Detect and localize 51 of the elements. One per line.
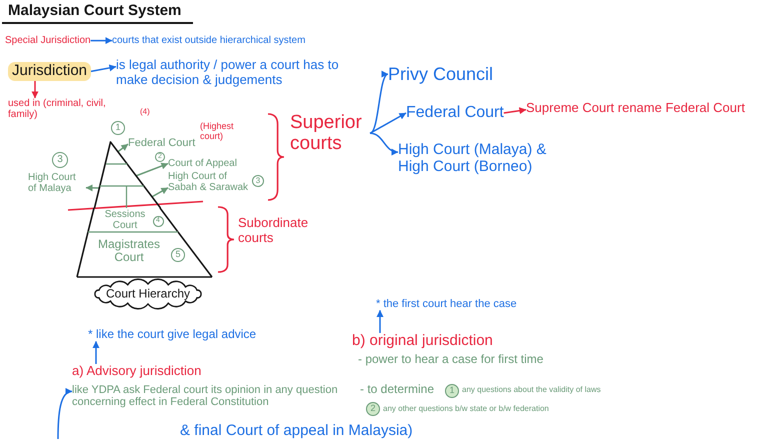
arrow bbox=[117, 144, 128, 153]
number-note: (4) bbox=[140, 108, 150, 117]
arrow bbox=[370, 73, 388, 134]
arrow bbox=[376, 310, 384, 333]
arrow bbox=[90, 37, 112, 44]
definition-text: is legal authority / power a court has to make decision & judgements bbox=[116, 58, 356, 88]
note-text: * like the court give legal advice bbox=[88, 328, 256, 342]
note-text: & final Court of appeal in Malaysia) bbox=[180, 423, 413, 440]
court-label: Federal Court bbox=[128, 137, 196, 150]
arrow bbox=[370, 132, 398, 155]
arrow bbox=[135, 162, 168, 177]
number-circle: 3 bbox=[252, 175, 264, 187]
number-circle: 1 bbox=[445, 384, 459, 398]
note-text: like YDPA ask Federal court its opinion in any question concerning effect in Federal Constitution bbox=[72, 384, 352, 409]
note-text: * the first court hear the case bbox=[376, 298, 517, 310]
court-label: Magistrates Court bbox=[96, 238, 162, 265]
page-title: Malaysian Court System bbox=[2, 3, 194, 24]
note-text: Supreme Court rename Federal Court bbox=[526, 101, 745, 116]
highlighted-term: Jurisdiction bbox=[8, 62, 92, 81]
number-circle: 3 bbox=[52, 152, 68, 168]
number-circle: 1 bbox=[111, 121, 125, 135]
note-text: any other questions b/w state or b/w federation bbox=[383, 405, 549, 414]
court-label: Court of Appeal bbox=[168, 158, 237, 170]
arrow bbox=[370, 112, 406, 134]
arrow bbox=[57, 389, 72, 439]
number-circle: 5 bbox=[171, 248, 185, 262]
arrow bbox=[90, 64, 116, 72]
section-heading: a) Advisory jurisdiction bbox=[72, 364, 202, 379]
court-label: High Court of Sabah & Sarawak bbox=[168, 171, 252, 194]
usage-note: used in (criminal, civil, family) bbox=[8, 98, 136, 120]
definition-text: courts that exist outside hierarchical system bbox=[112, 35, 306, 46]
note-text: - to determine bbox=[360, 383, 434, 396]
court-label: Privy Council bbox=[388, 64, 494, 84]
arrow bbox=[86, 184, 99, 192]
court-label: Federal Court bbox=[406, 104, 504, 122]
arrow bbox=[151, 187, 168, 198]
arrow bbox=[504, 107, 526, 114]
section-heading: b) original jurisdiction bbox=[352, 333, 493, 350]
court-label: High Court (Malaya) & High Court (Borneo) bbox=[398, 142, 558, 176]
group-heading: Superior courts bbox=[290, 112, 370, 155]
heading-term: Special Jurisdiction bbox=[5, 35, 91, 46]
number-circle: 2 bbox=[366, 402, 380, 416]
court-label: Sessions Court bbox=[104, 210, 146, 231]
court-note: (Highest court) bbox=[200, 121, 235, 142]
group-label: Subordinate courts bbox=[238, 216, 310, 246]
arrow bbox=[92, 341, 100, 364]
caption-text: Court Hierarchy bbox=[106, 287, 190, 301]
court-label: High Court of Malaya bbox=[28, 172, 86, 194]
note-text: - power to hear a case for first time bbox=[358, 353, 544, 366]
note-text: any questions about the validity of laws bbox=[462, 386, 601, 395]
arrow bbox=[32, 80, 38, 98]
